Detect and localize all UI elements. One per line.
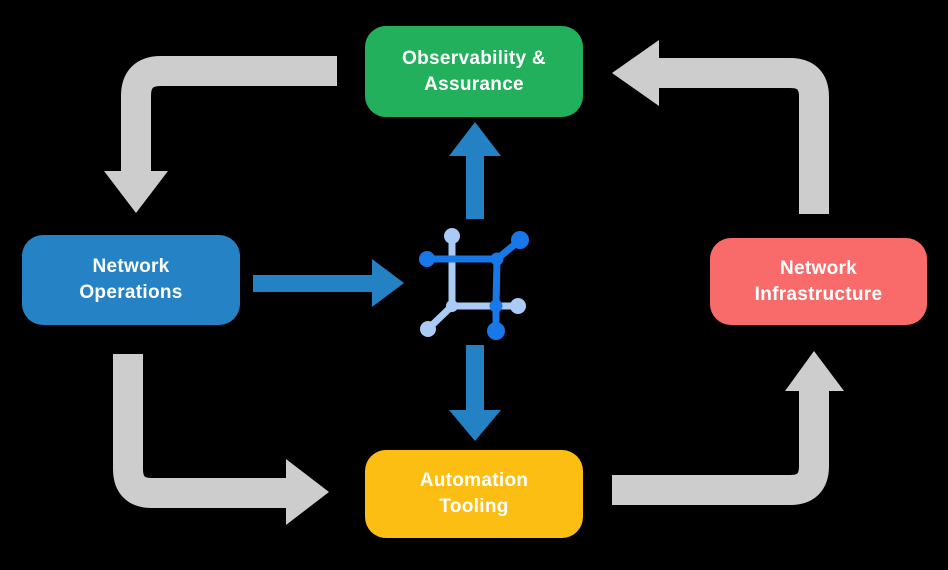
flow-arrow-operations-to-center [253, 259, 404, 307]
node-label-line: Operations [79, 282, 183, 303]
cycle-arrow-observability-to-operations [104, 56, 337, 213]
cycle-arrow-operations-to-tooling [113, 354, 329, 525]
node-label-line: Automation [419, 470, 529, 492]
node-label-line: Tooling [439, 496, 509, 517]
node-observability-assurance: Observability & Assurance [365, 26, 583, 117]
node-label-line: Infrastructure [754, 283, 883, 305]
node-label-line: Assurance [424, 73, 524, 95]
cycle-arrow-tooling-to-infrastructure [612, 351, 844, 505]
node-label-line: Network [92, 256, 170, 278]
flow-arrow-center-to-observability [449, 122, 501, 219]
node-network-operations: Network Operations [22, 235, 240, 325]
flow-arrow-center-to-tooling [449, 345, 501, 441]
node-automation-tooling: Automation Tooling [365, 450, 583, 538]
cycle-arrow-infrastructure-to-observability [612, 40, 829, 214]
node-label-line: Observability & [402, 47, 546, 69]
network-mesh-icon [419, 228, 529, 340]
node-label-line: Network [779, 257, 858, 279]
node-network-infrastructure: Network Infrastructure [710, 238, 927, 325]
